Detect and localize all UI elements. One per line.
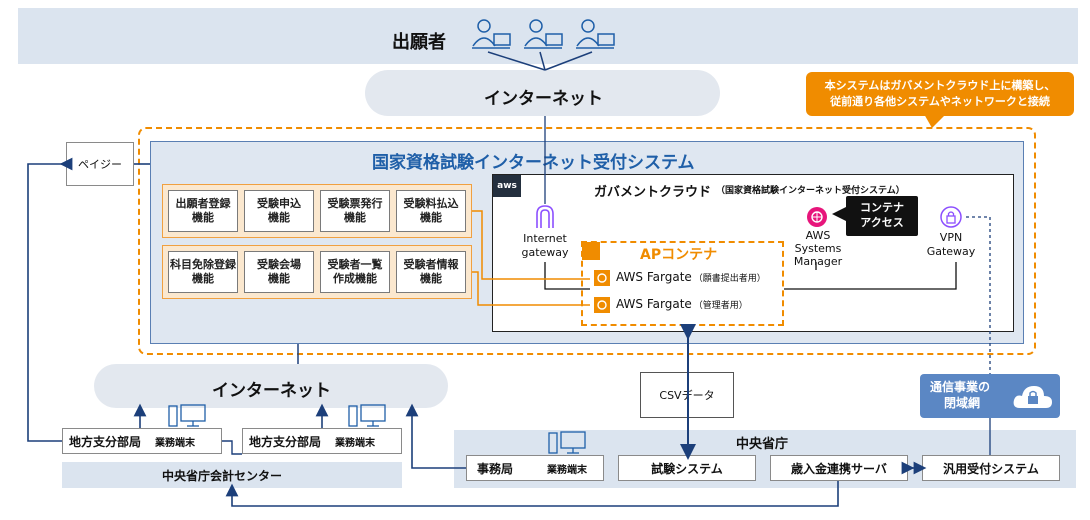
fargate-icon — [594, 270, 610, 286]
central-ministry-label: 中央省庁 — [736, 437, 789, 452]
system-orange-boundary — [138, 127, 1036, 355]
callout-box: 本システムはガバメントクラウド上に構築し、 従前通り各他システムやネットワークと… — [806, 72, 1074, 116]
general-reception-box: 汎用受付システム — [922, 455, 1060, 481]
function-box-r1-2: 受験申込 機能 — [244, 190, 314, 232]
terminal-icon — [548, 431, 586, 454]
systems-manager-icon — [807, 207, 827, 227]
internet-gateway-label: Internet gateway — [521, 232, 569, 259]
internet-cloud-top — [365, 70, 720, 116]
function-box-r2-4: 受験者情報 機能 — [396, 251, 466, 293]
applicant-user-icon — [524, 19, 563, 49]
accounting-center-label: 中央省庁会計センター — [162, 469, 283, 483]
revenue-server-box: 歳入金連携サーバ — [770, 455, 908, 481]
ap-container-box — [581, 241, 784, 326]
secretariat-box: 事務局 業務端末 — [466, 455, 604, 481]
fargate1-label: AWS Fargate（願書提出者用） — [616, 270, 766, 284]
system-title: 国家資格試験インターネット受付システム — [372, 153, 695, 173]
fargate-icon — [594, 297, 610, 313]
branch1-box: 地方支分部局 業務端末 — [62, 428, 222, 454]
internet-top-label: インターネット — [484, 89, 603, 109]
container-access-box: コンテナ アクセス — [846, 196, 918, 236]
terminal-icon — [168, 404, 206, 427]
internet-cloud-bottom — [94, 364, 448, 408]
internet-gateway-icon — [536, 205, 554, 228]
vpn-gateway-label: VPN Gateway — [926, 231, 976, 258]
exam-system-box: 試験システム — [618, 455, 756, 481]
callout-pointer — [924, 114, 946, 128]
applicants-label: 出願者 — [392, 32, 446, 53]
container-access-pointer — [832, 206, 848, 222]
function-box-r1-3: 受験票発行 機能 — [320, 190, 390, 232]
systems-manager-label: AWS Systems Manager — [793, 229, 843, 268]
closed-network-box: 通信事業の 閉域網 — [920, 374, 1060, 418]
applicant-user-icon — [576, 19, 615, 49]
internet-bottom-label: インターネット — [212, 381, 331, 401]
branch2-box: 地方支分部局 業務端末 — [242, 428, 402, 454]
ap-container-icon — [582, 242, 600, 260]
terminal-icon — [348, 404, 386, 427]
pager-box: ペイジー — [66, 142, 134, 186]
ap-container-title: APコンテナ — [640, 247, 718, 263]
cloud-lock-icon — [1013, 386, 1052, 408]
function-box-r2-1: 科目免除登録 機能 — [168, 251, 238, 293]
function-box-r2-2: 受験会場 機能 — [244, 251, 314, 293]
fargate2-label: AWS Fargate（管理者用） — [616, 297, 748, 311]
function-box-r2-3: 受験者一覧 作成機能 — [320, 251, 390, 293]
callout-line1: 本システムはガバメントクラウド上に構築し、 — [824, 79, 1056, 92]
aws-badge: aws — [493, 175, 521, 197]
gov-cloud-subtitle: （国家資格試験インターネット受付システム） — [716, 186, 905, 196]
pager-label: ペイジー — [78, 158, 122, 171]
function-box-r1-4: 受験料払込 機能 — [396, 190, 466, 232]
callout-line2: 従前通り各他システムやネットワークと接続 — [830, 95, 1050, 108]
csv-document: CSVデータ — [640, 372, 734, 418]
function-box-r1-1: 出願者登録 機能 — [168, 190, 238, 232]
gov-cloud-title: ガバメントクラウド — [594, 185, 712, 200]
applicant-user-icon — [472, 19, 511, 49]
vpn-gateway-icon — [940, 206, 962, 228]
